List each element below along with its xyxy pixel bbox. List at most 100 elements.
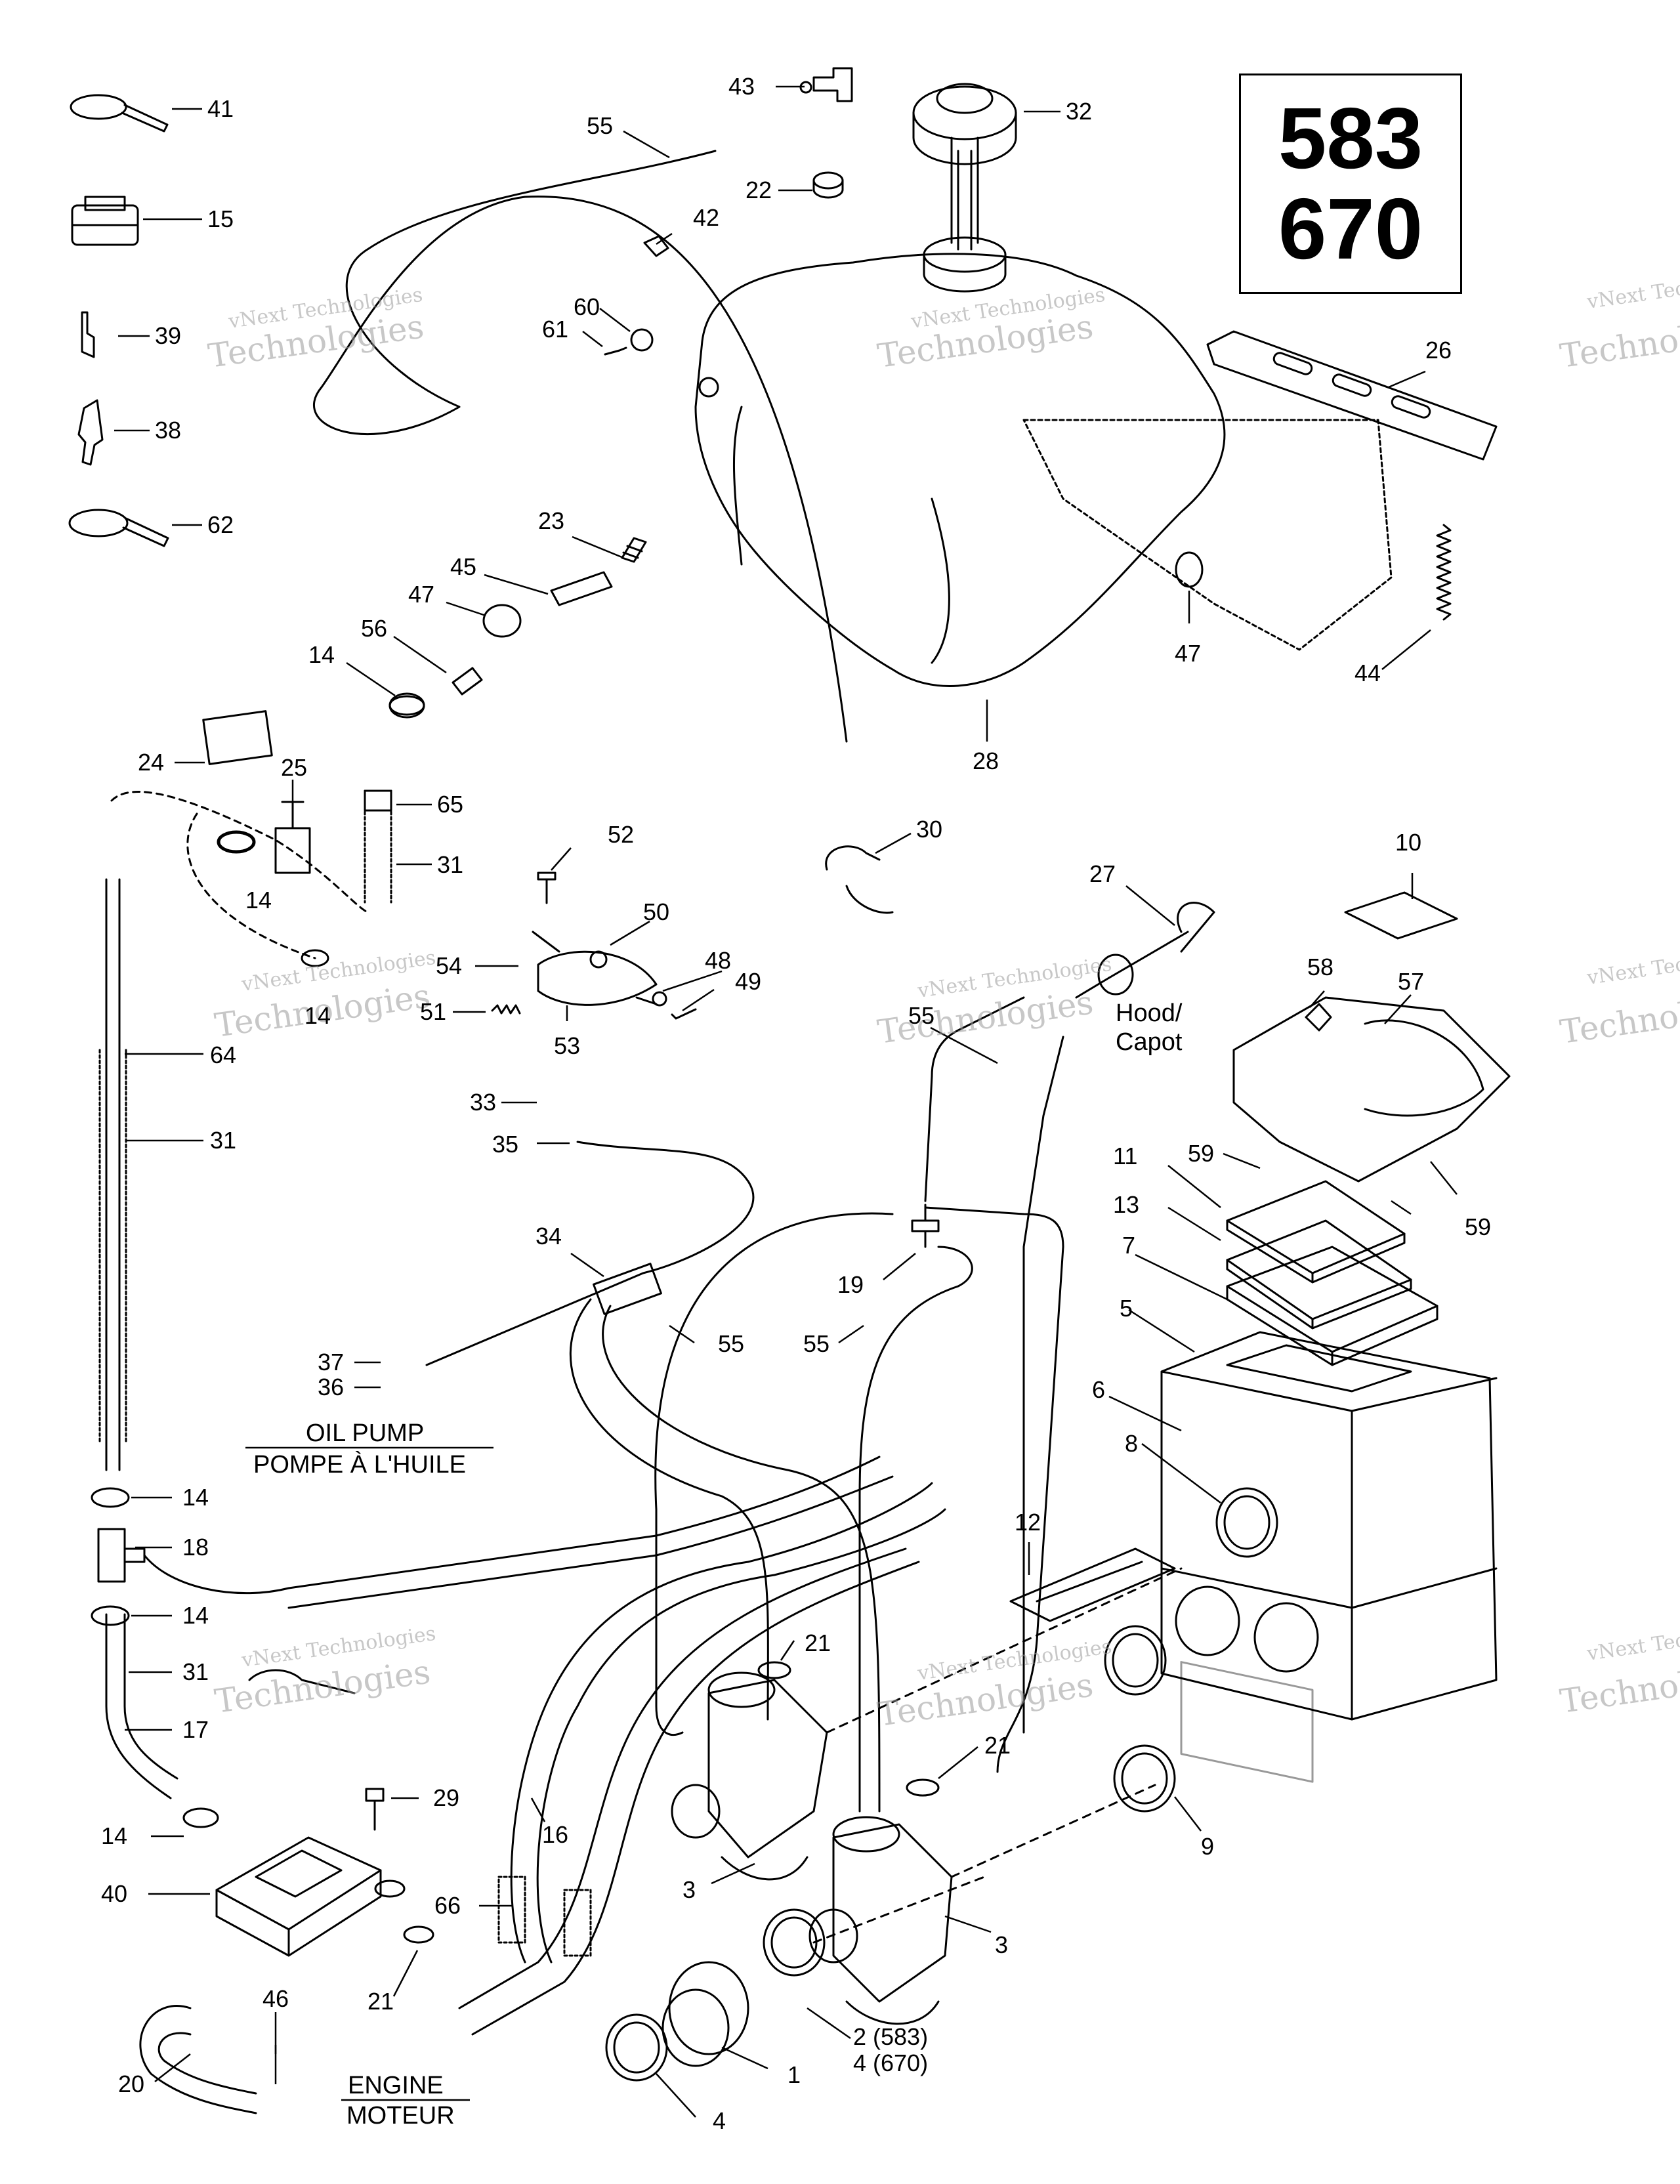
primer-50 bbox=[532, 931, 658, 1006]
cable-tie-41 bbox=[70, 94, 169, 133]
callout-2: 2 (583) bbox=[853, 2023, 928, 2050]
clamps-21 bbox=[374, 1661, 940, 1944]
callout-5: 5 bbox=[1120, 1295, 1133, 1322]
callout-7: 7 bbox=[1122, 1232, 1135, 1259]
fuel-line-20 bbox=[139, 2005, 257, 2114]
cable-to-carbs bbox=[569, 1298, 769, 1721]
decal-10 bbox=[1344, 891, 1458, 940]
callout-37: 37 bbox=[318, 1349, 344, 1376]
callout-24: 24 bbox=[138, 749, 164, 776]
callout-47b: 47 bbox=[1175, 640, 1201, 667]
callout-57: 57 bbox=[1398, 968, 1424, 995]
callout-44: 44 bbox=[1354, 660, 1381, 686]
svg-text:Technologies: Technologies bbox=[875, 1666, 1096, 1733]
bracket-26 bbox=[1206, 330, 1498, 461]
clamp-30 bbox=[825, 845, 894, 914]
spring-51 bbox=[491, 1004, 521, 1015]
callout-21c: 21 bbox=[368, 1988, 394, 2015]
screw-52 bbox=[537, 872, 556, 904]
spring-44 bbox=[1436, 524, 1452, 621]
callout-8: 8 bbox=[1125, 1430, 1138, 1457]
fuel-tank-28 bbox=[694, 236, 1393, 687]
callout-20: 20 bbox=[118, 2070, 144, 2097]
fuel-pump-40 bbox=[215, 1836, 382, 1957]
connector-15 bbox=[71, 196, 139, 246]
vent-line-55-mid bbox=[924, 996, 1025, 1202]
decal-24 bbox=[202, 710, 273, 765]
callout-36: 36 bbox=[318, 1374, 344, 1400]
junction-34 bbox=[593, 1263, 662, 1315]
callout-39: 39 bbox=[155, 322, 181, 349]
fuel-line-55-right bbox=[858, 1246, 973, 1813]
callout-3a: 3 bbox=[682, 1876, 696, 1903]
callout-15: 15 bbox=[207, 205, 234, 232]
moteur-label: MOTEUR bbox=[346, 2102, 455, 2130]
grommet-47-tank bbox=[1175, 551, 1204, 588]
callout-54: 54 bbox=[436, 952, 462, 979]
fuel-line-17 bbox=[105, 1613, 172, 1799]
callout-34: 34 bbox=[536, 1223, 562, 1250]
callout-14f: 14 bbox=[101, 1822, 127, 1849]
clamps-14-left bbox=[91, 695, 425, 1828]
callout-14a: 14 bbox=[308, 641, 335, 668]
callout-38: 38 bbox=[155, 417, 181, 444]
dash-line-left bbox=[110, 791, 369, 914]
callout-47a: 47 bbox=[408, 581, 434, 608]
callout-62: 62 bbox=[207, 511, 234, 538]
callout-18: 18 bbox=[182, 1534, 209, 1561]
callout-28: 28 bbox=[973, 747, 999, 774]
callout-43: 43 bbox=[728, 73, 755, 100]
callout-17: 17 bbox=[182, 1716, 209, 1743]
callout-22: 22 bbox=[746, 177, 772, 203]
callout-9: 9 bbox=[1201, 1833, 1214, 1860]
callout-27: 27 bbox=[1089, 860, 1116, 887]
callout-14c: 14 bbox=[304, 1002, 331, 1029]
callout-31b: 31 bbox=[210, 1127, 236, 1154]
terminal-39 bbox=[81, 311, 95, 358]
fuel-line-66 bbox=[458, 1547, 907, 2009]
callout-29: 29 bbox=[433, 1784, 459, 1811]
callout-19: 19 bbox=[837, 1271, 864, 1298]
callout-61: 61 bbox=[542, 316, 568, 343]
callout-33: 33 bbox=[470, 1089, 496, 1116]
callout-1: 1 bbox=[788, 2061, 801, 2088]
fuel-cap-32 bbox=[912, 83, 1017, 251]
svg-text:Technologies: Technologies bbox=[1558, 983, 1680, 1051]
tee-18 bbox=[97, 1528, 146, 1583]
callout-21b: 21 bbox=[984, 1732, 1011, 1759]
plate-12 bbox=[1009, 1547, 1176, 1622]
vent-line-55-mid-3 bbox=[1022, 1036, 1064, 1734]
callout-55d: 55 bbox=[803, 1330, 830, 1357]
seal-9 bbox=[1104, 1625, 1176, 1813]
callout-30: 30 bbox=[916, 816, 942, 843]
callout-3b: 3 bbox=[995, 1931, 1008, 1958]
callout-13: 13 bbox=[1113, 1191, 1139, 1218]
pompe-huile-label: POMPE À L'HUILE bbox=[253, 1450, 466, 1479]
vent-hose-55-upper bbox=[312, 150, 848, 743]
callouts: 41 15 39 38 62 43 55 22 42 32 60 61 26 2… bbox=[101, 73, 1491, 2134]
return-line bbox=[143, 1456, 881, 1595]
callout-10: 10 bbox=[1395, 829, 1421, 856]
model-583: 583 bbox=[1278, 90, 1423, 186]
callout-46: 46 bbox=[262, 1985, 289, 2012]
callout-26: 26 bbox=[1425, 337, 1452, 364]
frame-7 bbox=[1226, 1246, 1438, 1366]
cable-tie-mid bbox=[248, 1669, 356, 1694]
grommet-22 bbox=[812, 171, 844, 199]
callout-14d: 14 bbox=[182, 1484, 209, 1511]
callout-31a: 31 bbox=[437, 851, 463, 878]
return-line-b bbox=[287, 1475, 894, 1609]
callout-21a: 21 bbox=[805, 1629, 831, 1656]
boot-8 bbox=[1215, 1487, 1278, 1558]
callout-4a: 4 bbox=[713, 2107, 726, 2134]
adaptor-1 bbox=[662, 1961, 749, 2067]
callout-50: 50 bbox=[643, 898, 669, 925]
oil-pump-cable bbox=[425, 1141, 755, 1366]
terminal-38 bbox=[77, 399, 104, 466]
fuel-line-20-b bbox=[158, 2032, 257, 2095]
callout-11: 11 bbox=[1113, 1143, 1137, 1169]
air-box-5 bbox=[1160, 1331, 1498, 1783]
callout-12: 12 bbox=[1015, 1509, 1041, 1536]
